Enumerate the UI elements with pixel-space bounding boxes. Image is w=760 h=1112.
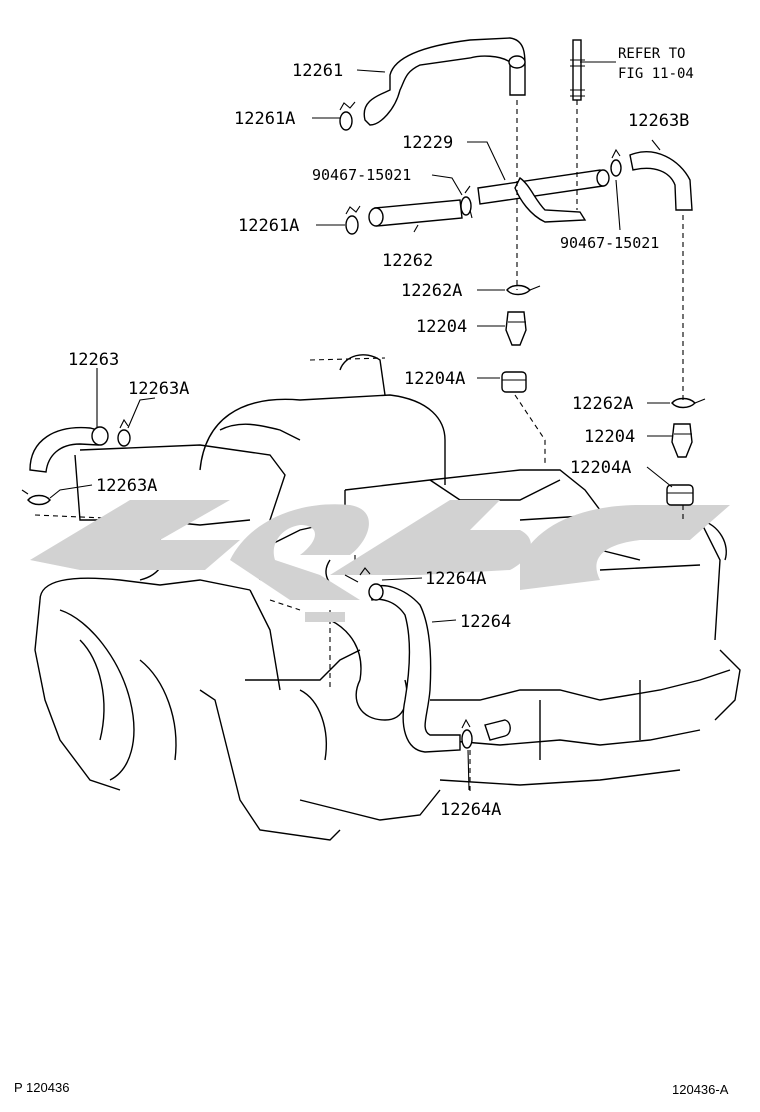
part-12229-pipe — [477, 169, 610, 223]
part-12261a-clip-1 — [339, 101, 356, 131]
label-12261a-1: 12261A — [234, 109, 295, 129]
label-12204a-1: 12204A — [404, 369, 465, 389]
part-12261a-clip-2 — [345, 205, 361, 235]
part-12262a-clip-1 — [506, 284, 541, 296]
label-12262a-1: 12262A — [401, 281, 462, 301]
part-12263a-clip-2 — [21, 489, 51, 506]
label-12263b: 12263B — [628, 111, 689, 131]
part-12263a-clip-1 — [117, 418, 131, 447]
label-12263: 12263 — [68, 350, 119, 370]
footer-left-code: P 120436 — [14, 1080, 69, 1095]
label-90467-15021-2: 90467-15021 — [560, 234, 659, 252]
label-refer-to: REFER TO — [618, 46, 685, 62]
part-12263-hose — [29, 426, 109, 473]
label-12261a-2: 12261A — [238, 216, 299, 236]
label-12261: 12261 — [292, 61, 343, 81]
leader-lines — [49, 61, 673, 791]
part-labels: 12261 12261A 12229 90467-15021 12261A 12… — [68, 46, 694, 820]
part-12264-hose — [368, 583, 461, 753]
part-12204-valve-2 — [671, 423, 693, 458]
footer-right-code: 120436-A — [672, 1082, 729, 1097]
label-12263a-1: 12263A — [128, 379, 189, 399]
part-fig11-04-stud — [570, 39, 585, 101]
part-12204a-grommet-1 — [501, 371, 527, 393]
part-12204a-grommet-2 — [666, 484, 694, 506]
label-12264a-2: 12264A — [440, 800, 501, 820]
label-12204-2: 12204 — [584, 427, 635, 447]
label-90467-15021-1: 90467-15021 — [312, 166, 411, 184]
alignment-lines — [469, 100, 684, 795]
watermark-logo — [30, 500, 730, 622]
label-12204-1: 12204 — [416, 317, 467, 337]
part-90467-clip-1 — [460, 185, 473, 219]
label-12204a-2: 12204A — [570, 458, 631, 478]
label-fig-11-04: FIG 11-04 — [618, 66, 694, 82]
part-12262a-clip-2 — [671, 397, 706, 409]
part-12264a-clip-2 — [461, 718, 511, 749]
label-12262: 12262 — [382, 251, 433, 271]
part-90467-clip-2 — [610, 148, 622, 177]
label-12229: 12229 — [402, 133, 453, 153]
part-12261-hose — [363, 37, 526, 126]
label-12263a-2: 12263A — [96, 476, 157, 496]
part-12263b-hose — [629, 151, 693, 211]
label-12264: 12264 — [460, 612, 511, 632]
part-12264a-clip-1 — [344, 567, 371, 583]
part-12204-valve-1 — [505, 311, 527, 346]
part-12262-pipe — [368, 199, 463, 227]
label-12264a-1: 12264A — [425, 569, 486, 589]
label-12262a-2: 12262A — [572, 394, 633, 414]
